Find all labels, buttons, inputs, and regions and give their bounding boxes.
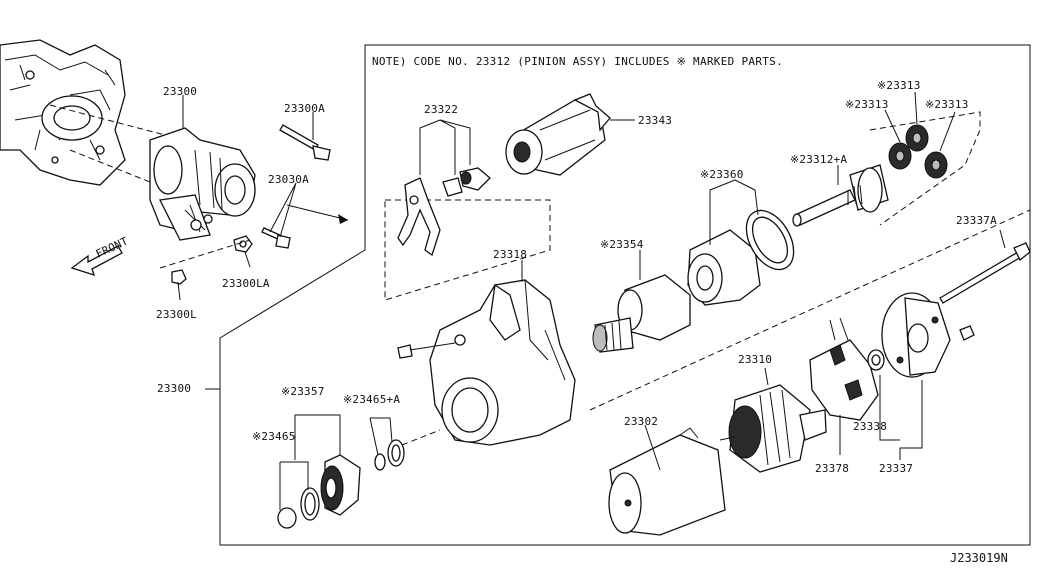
label-23300L[interactable]: 23300L [156,308,197,321]
nut-23300LA-illustration[interactable] [233,235,253,253]
figure-id: J233019N [950,551,1008,565]
label-23313-b[interactable]: ※23313 [877,79,921,92]
label-23465[interactable]: ※23465 [252,430,296,443]
label-23338[interactable]: 23338 [853,420,887,433]
pinion-gear-23357[interactable] [320,454,361,516]
planetary-gear-23313-b[interactable] [905,124,929,152]
note-text: NOTE) CODE NO. 23312 (PINION ASSY) INCLU… [372,55,783,68]
nut-23300L-illustration[interactable] [171,269,187,285]
label-23312A[interactable]: ※23312+A [790,153,847,166]
label-23313-a[interactable]: ※23313 [845,98,889,111]
rear-cover-23337[interactable] [881,292,951,378]
label-23354[interactable]: ※23354 [600,238,644,251]
through-bolt-23337A[interactable] [939,242,1031,304]
bolt-23300A-illustration[interactable] [279,124,331,161]
label-23302[interactable]: 23302 [624,415,658,428]
label-23465A[interactable]: ※23465+A [343,393,400,406]
internal-gear-case-23360[interactable] [687,229,761,306]
screw-23337[interactable] [959,325,975,341]
brush-holder-23378[interactable] [809,317,879,421]
label-23300LA[interactable]: 23300LA [222,277,270,290]
lever-fork-23322[interactable] [397,177,441,257]
bolt-23030A-illustration[interactable] [261,227,291,249]
label-23300-top[interactable]: 23300 [163,85,197,98]
part-labels: 23300 23300A 23030A 23300LA 23300L 23300… [156,79,997,475]
label-23357[interactable]: ※23357 [281,385,325,398]
label-23337A[interactable]: 23337A [956,214,997,227]
label-23310[interactable]: 23310 [738,353,772,366]
planetary-gear-23313-c[interactable] [924,151,948,179]
planetary-gear-23313-a[interactable] [888,142,912,170]
armature-23310[interactable] [719,384,827,473]
label-23322[interactable]: 23322 [424,103,458,116]
engine-block-illustration [0,39,171,191]
drive-housing-23318[interactable] [429,279,576,446]
ring-23465A-b[interactable] [387,439,405,467]
gear-ring-23360[interactable] [737,202,804,277]
label-23378[interactable]: 23378 [815,462,849,475]
lever-spring-23322[interactable] [442,177,463,197]
snap-ring-23465[interactable] [277,507,297,529]
sub-frame-23322 [384,199,551,301]
pinion-shaft-23312A[interactable] [792,164,889,227]
label-23313-c[interactable]: ※23313 [925,98,969,111]
front-arrow-icon: FRONT [70,234,130,277]
assembled-starter-motor[interactable] [149,127,256,241]
lever-holder-23322[interactable] [459,167,491,191]
label-23360[interactable]: ※23360 [700,168,744,181]
label-23337[interactable]: 23337 [879,462,913,475]
label-23030A[interactable]: 23030A [268,173,309,186]
solenoid-switch-23343[interactable] [505,93,611,176]
yoke-assembly-23302[interactable] [608,427,726,536]
label-23300A[interactable]: 23300A [284,102,325,115]
bolt-23318-illustration[interactable] [397,342,456,359]
overrunning-clutch-23354[interactable] [592,274,691,353]
exploded-view-frame [219,44,1031,546]
label-23300-side[interactable]: 23300 [157,382,191,395]
label-23318[interactable]: 23318 [493,248,527,261]
ring-23465A-a[interactable] [374,453,386,471]
bearing-23338[interactable] [867,349,885,371]
label-23343[interactable]: 23343 [638,114,672,127]
stop-ring-23465[interactable] [300,487,320,521]
